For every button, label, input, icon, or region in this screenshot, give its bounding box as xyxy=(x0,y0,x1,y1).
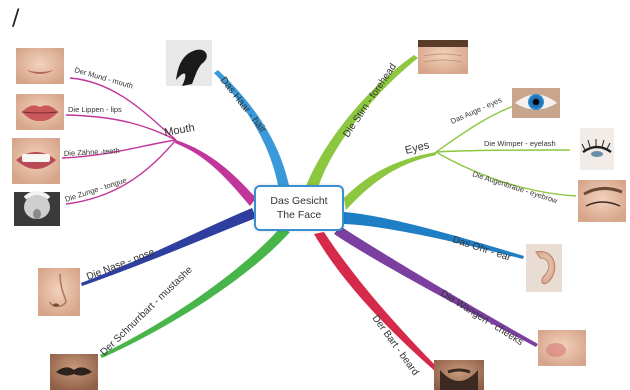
mouth-photo xyxy=(16,48,64,84)
hair-photo xyxy=(166,40,212,86)
label-eyes: Eyes xyxy=(404,139,431,157)
mouth-sub-lines xyxy=(61,77,177,205)
beard-photo xyxy=(434,360,484,390)
branch-nose xyxy=(81,208,256,286)
label-lippen: Die Lippen - lips xyxy=(68,105,122,114)
eyelash-photo xyxy=(580,128,614,170)
label-zaehne: Die Zähne -teeth xyxy=(64,146,120,158)
lips-photo xyxy=(16,94,64,130)
center-topic-box: Das Gesicht The Face xyxy=(254,185,344,231)
branch-moustache xyxy=(100,228,290,358)
center-title-english: The Face xyxy=(276,209,322,221)
center-title-german: Das Gesicht xyxy=(270,195,328,207)
label-zunge: Die Zunge - tongue xyxy=(64,175,128,203)
corner-slash: / xyxy=(12,6,20,31)
label-hair: Das Haar - hair xyxy=(218,75,269,136)
teeth-photo xyxy=(12,138,60,184)
tongue-photo xyxy=(14,191,60,226)
branch-ear xyxy=(344,212,524,259)
label-ear: Das Ohr - ear xyxy=(451,234,513,263)
label-nose: Die Nase - nose xyxy=(85,247,156,283)
branch-forehead xyxy=(306,55,418,188)
label-augenbraue: Die Augenbraue - eyebrow xyxy=(471,169,559,205)
moustache-photo xyxy=(50,354,98,390)
nose-photo xyxy=(38,268,80,316)
branch-cheeks xyxy=(334,226,538,347)
branch-mouth xyxy=(175,140,256,206)
branch-hair xyxy=(214,70,290,190)
eye-photo xyxy=(512,88,560,118)
label-wimper: Die Wimper - eyelash xyxy=(484,139,556,148)
branch-beard xyxy=(314,232,440,372)
forehead-photo xyxy=(418,40,468,74)
ear-photo xyxy=(526,244,562,292)
label-auge: Das Auge - eyes xyxy=(449,95,503,126)
cheek-photo xyxy=(538,330,586,366)
label-cheeks: Die Wangen - cheeks xyxy=(438,288,525,348)
eyes-sub-lines xyxy=(435,105,577,197)
label-mouth: Mouth xyxy=(163,122,195,139)
eyebrow-photo xyxy=(578,180,626,222)
branch-eyes xyxy=(344,152,436,210)
label-forehead: Die Stirn - forehead xyxy=(341,62,399,140)
